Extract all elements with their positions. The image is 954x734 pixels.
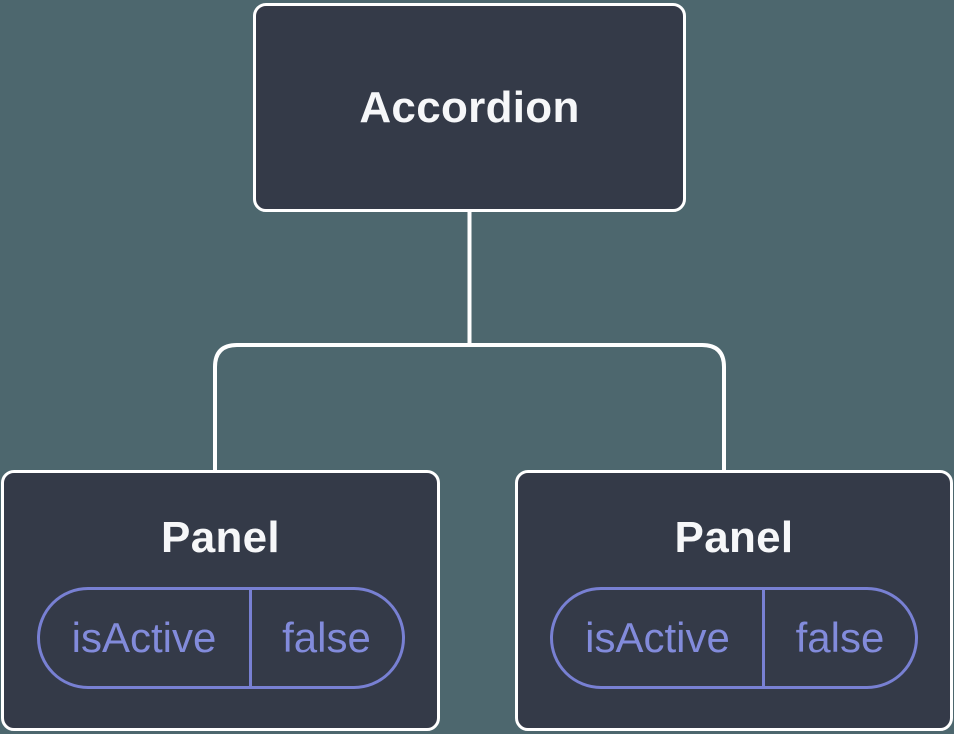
panel-node-right-label: Panel <box>674 513 794 562</box>
state-pill-left: isActive false <box>36 587 405 689</box>
accordion-node: Accordion <box>253 3 686 212</box>
state-value-right: false <box>795 614 885 661</box>
panel-node-right: Panel isActive false <box>515 470 953 731</box>
connector-branch-bracket <box>213 343 726 470</box>
panel-node-left: Panel isActive false <box>1 470 440 731</box>
state-pill-right: isActive false <box>550 587 918 689</box>
state-name-right: isActive <box>553 590 765 686</box>
state-name-left: isActive <box>40 590 252 686</box>
state-value-left: false <box>282 614 371 661</box>
accordion-node-label: Accordion <box>359 82 580 132</box>
panel-node-left-label: Panel <box>161 513 280 562</box>
